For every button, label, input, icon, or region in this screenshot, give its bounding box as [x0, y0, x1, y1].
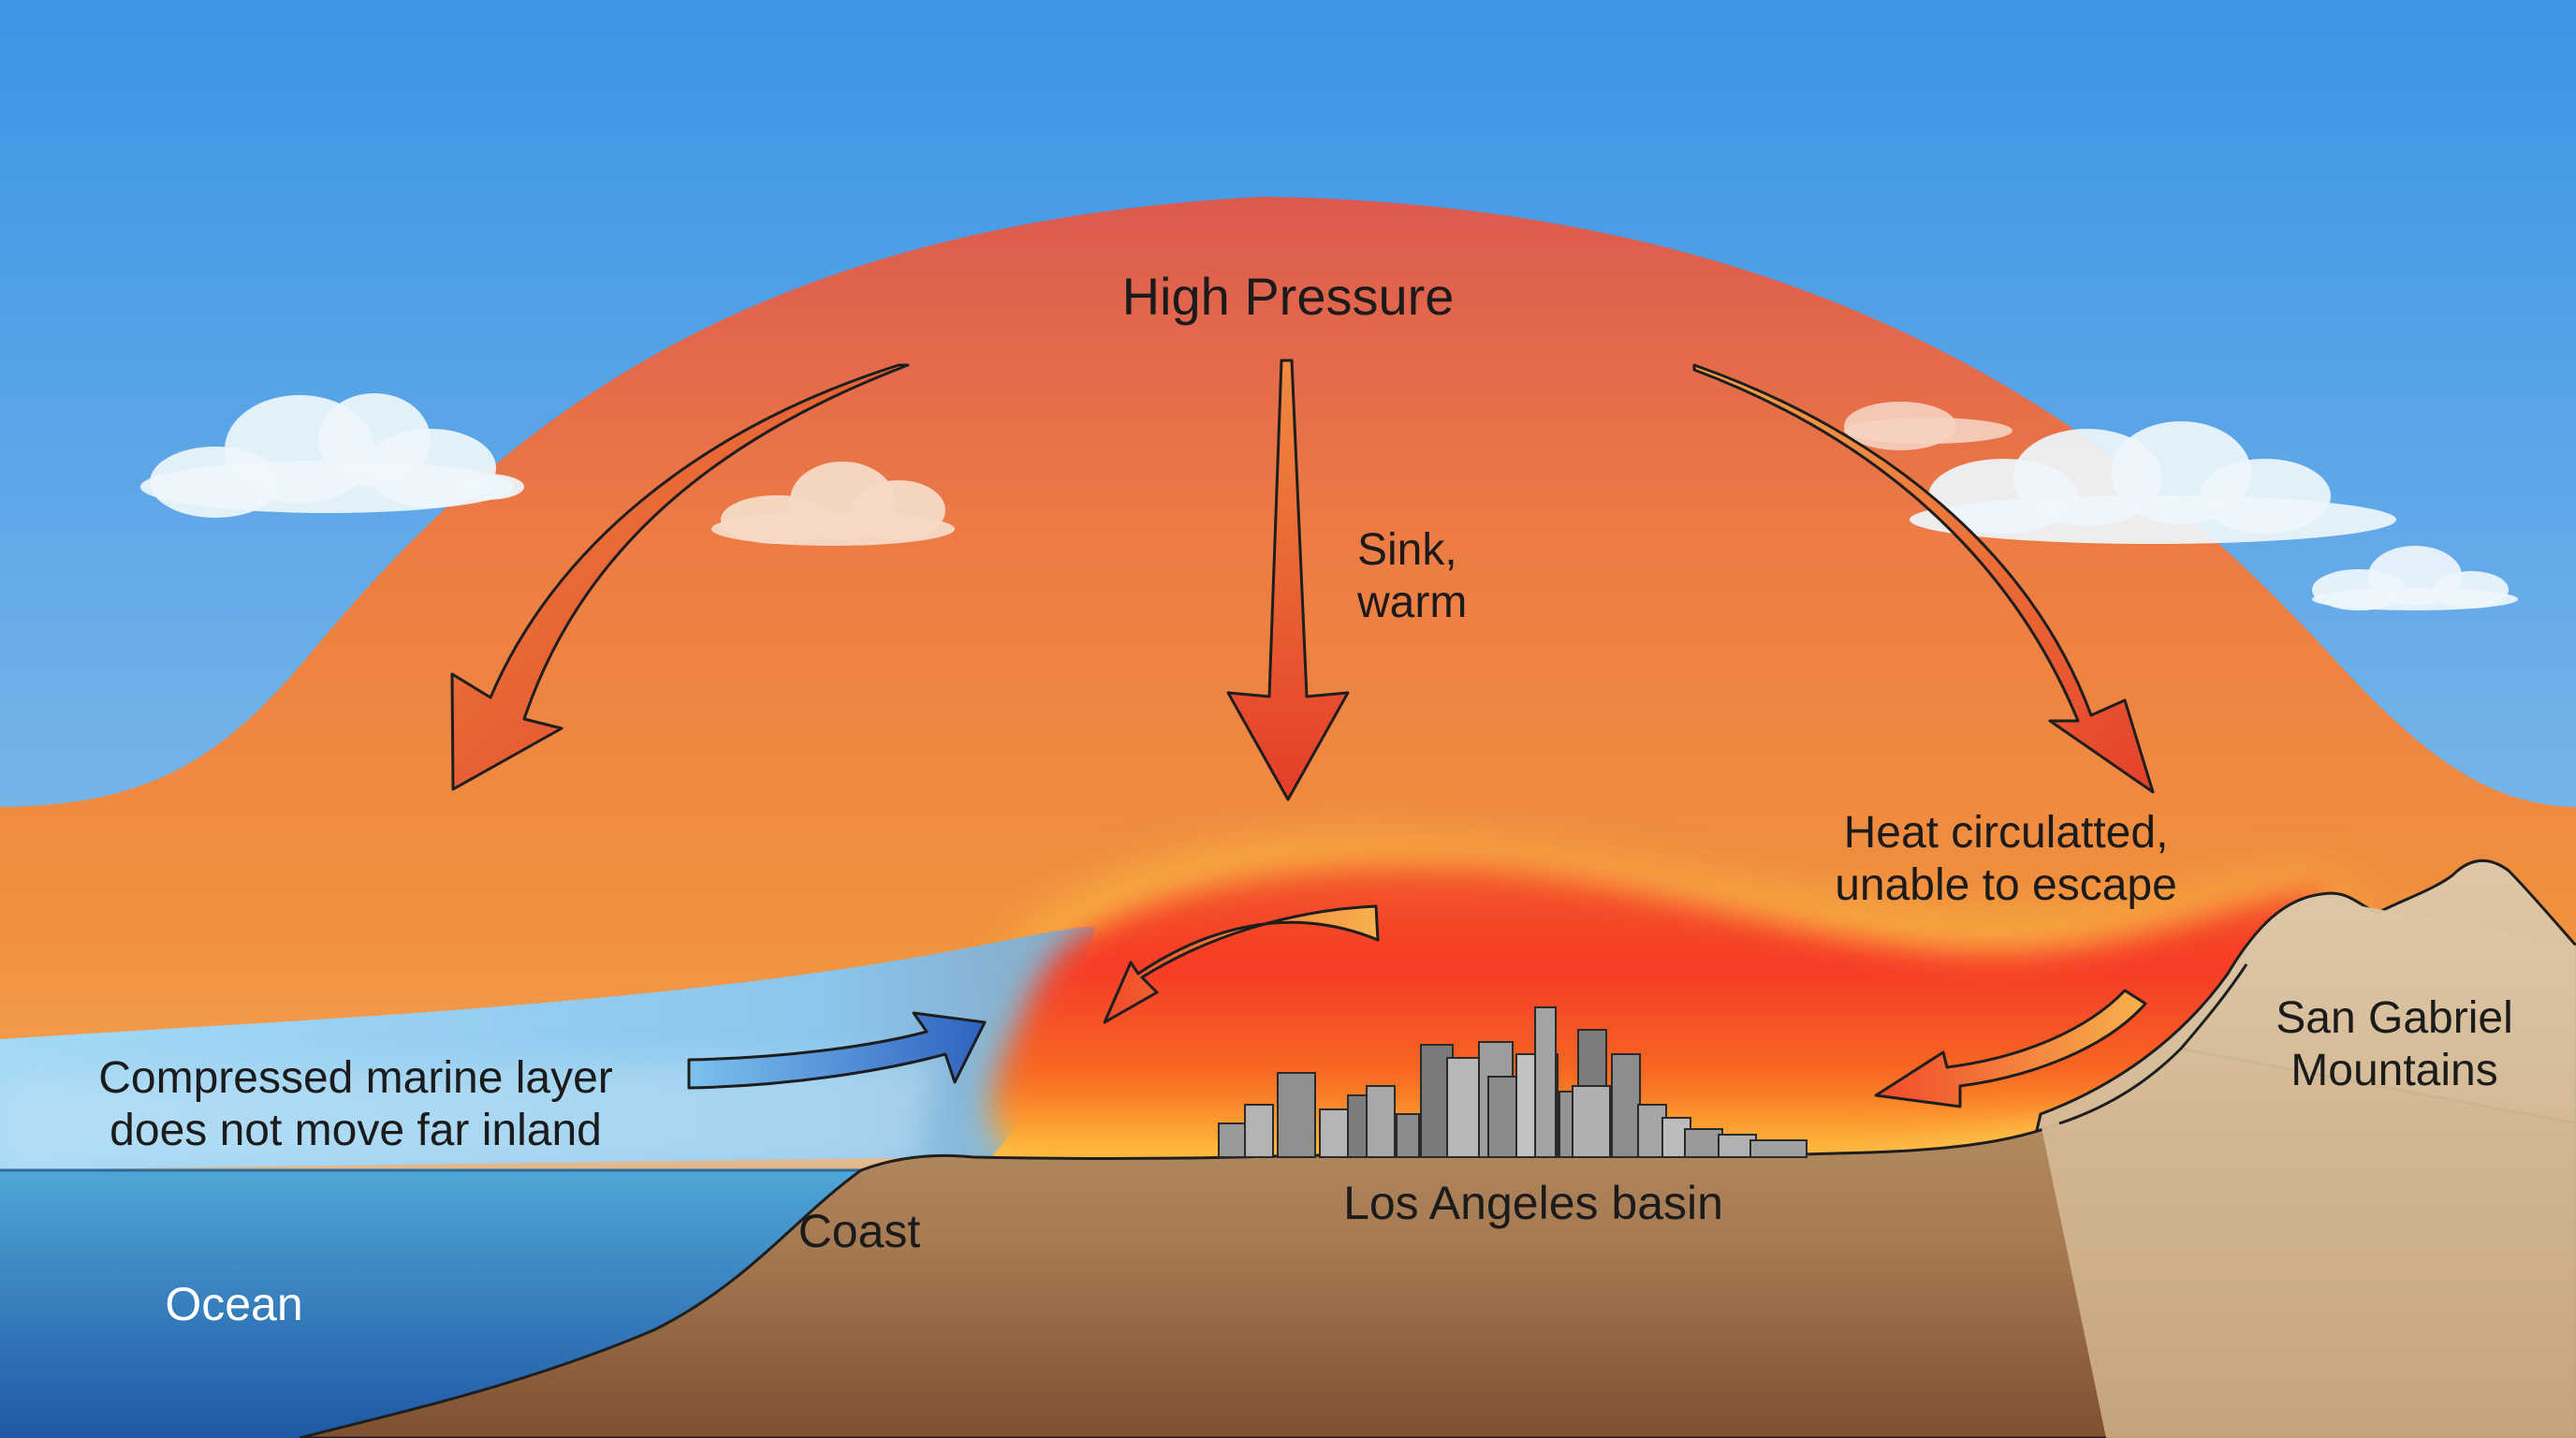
- heat-circulated-label: Heat circulatted, unable to escape: [1835, 808, 2177, 910]
- coast-label: Coast: [798, 1205, 921, 1257]
- circulation-arrow-upper: [1103, 904, 1380, 1024]
- cloud-icon: [1844, 402, 2012, 450]
- cloud-icon: [1910, 421, 2396, 544]
- circulation-arrow-lower: [1874, 989, 2147, 1108]
- sink-warm-label: Sink, warm: [1357, 525, 1468, 627]
- high-pressure-label: High Pressure: [1121, 267, 1455, 326]
- mountain-foot: [2041, 899, 2576, 1438]
- marine-layer-label: Compressed marine layer does not move fa…: [98, 1053, 613, 1155]
- ocean-label: Ocean: [165, 1278, 303, 1330]
- cloud-icon: [2312, 546, 2518, 610]
- ocean: [0, 1170, 861, 1438]
- cloud-icon: [711, 462, 955, 546]
- land: [299, 1047, 2576, 1438]
- sinking-arrow-left: [450, 363, 910, 791]
- sinking-arrow-center: [1226, 359, 1350, 801]
- trapped-heat-layer: [990, 863, 2331, 1161]
- san-gabriel-mountains-label: San Gabriel Mountains: [2276, 993, 2513, 1095]
- cloud-icon: [140, 393, 524, 518]
- sinking-arrow-right: [1692, 363, 2155, 794]
- mountain-slope-outline: [2058, 963, 2248, 1125]
- city-skyline: [1218, 1006, 1808, 1158]
- onshore-flow-arrow: [687, 1011, 987, 1090]
- los-angeles-basin-label: Los Angeles basin: [1343, 1177, 1723, 1229]
